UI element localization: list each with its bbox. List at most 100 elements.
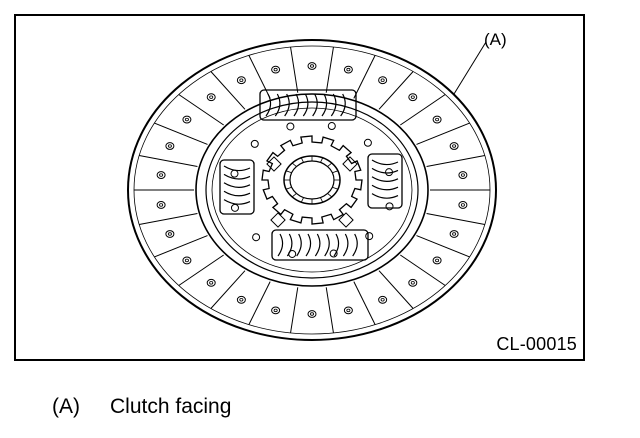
legend-key: (A) [52, 395, 80, 418]
facing-groove [248, 281, 271, 325]
facing-inner-rim [195, 93, 429, 287]
hub-spline [300, 197, 304, 203]
rivet-hole-inner [410, 281, 415, 285]
rivet-hole [307, 310, 317, 318]
rivet-hole-inner [184, 117, 189, 122]
facing-groove [416, 122, 470, 145]
facing-groove [353, 55, 376, 99]
rivet-hole-inner [435, 117, 440, 122]
callout-a-leader [453, 41, 487, 95]
facing-groove [426, 212, 485, 225]
spring-coil [371, 184, 399, 191]
facing-groove [210, 270, 246, 309]
rivet-hole [156, 201, 166, 209]
plate-window [338, 212, 354, 228]
rivet-hole [182, 115, 192, 124]
hub-spline [332, 186, 338, 190]
rivet-hole-inner [167, 232, 172, 236]
spring-coil [293, 93, 300, 117]
facing-groove [248, 55, 271, 99]
facing-groove [139, 155, 198, 168]
spring-coil [333, 233, 340, 257]
rivet-hole-inner [460, 203, 465, 207]
facing-groove [400, 254, 446, 286]
spring-coil [284, 93, 290, 117]
damper-spring-top [259, 89, 357, 121]
spring-coil [223, 199, 251, 205]
damper-spring-bottom [271, 229, 369, 261]
hub-spline [286, 170, 292, 174]
plate-hole [363, 138, 372, 147]
rivet-hole [432, 115, 442, 124]
facing-groove [154, 122, 208, 145]
rivet-hole-inner [346, 67, 351, 72]
rivet-hole [432, 256, 442, 265]
rivet-hole-inner [167, 144, 172, 148]
spring-coil [371, 167, 399, 174]
rivet-hole-inner [273, 308, 278, 313]
figure-code: CL-00015 [496, 334, 577, 354]
facing-groove [378, 71, 414, 110]
hub-spline [300, 157, 304, 163]
rivet-hole-inner [239, 78, 244, 82]
hub-spline [327, 162, 333, 167]
rivet-hole-inner [452, 144, 457, 148]
rivet-hole [408, 278, 418, 287]
rivet-hole-inner [410, 95, 415, 99]
rivet-hole-inner [309, 64, 314, 68]
rivet-hole [271, 65, 281, 74]
facing-groove [400, 94, 446, 126]
spring-coil [277, 233, 284, 257]
facing-groove [178, 254, 224, 286]
rivet-hole [236, 295, 246, 304]
spring-window [367, 153, 403, 209]
plate-hole [230, 203, 239, 212]
rivet-hole-inner [239, 298, 244, 302]
facing-groove [210, 71, 246, 110]
spring-window [219, 159, 255, 215]
legend: (A) Clutch facing [52, 395, 231, 419]
facing-groove [426, 155, 485, 168]
hub-spline [291, 162, 297, 167]
plate-hole [385, 202, 394, 211]
hub-spline [327, 193, 333, 198]
spring-coil [223, 165, 251, 172]
damper-spring-right [367, 153, 403, 209]
rivet-hole [343, 306, 353, 315]
spring-coil [371, 176, 399, 182]
plate-hole [286, 122, 295, 131]
facing-groove [290, 46, 299, 93]
plate-edge-inner [211, 107, 413, 273]
plate-hole [250, 139, 259, 148]
legend-text: Clutch facing [110, 395, 232, 418]
rivet-hole [458, 171, 468, 179]
spring-coil [223, 173, 251, 180]
plate-window [342, 156, 358, 172]
spring-coil [324, 233, 330, 257]
spring-window [259, 89, 357, 121]
rivet-hole-inner [184, 258, 189, 263]
splined-hub [261, 135, 363, 225]
plate-window [270, 212, 286, 228]
spring-coil [312, 93, 318, 117]
facing-groove [325, 287, 334, 334]
rivet-hole-inner [452, 232, 457, 236]
rivet-hole-inner [159, 173, 164, 177]
rivet-hole-inner [159, 203, 164, 207]
rivet-hole [458, 201, 468, 209]
rivet-hole-inner [273, 67, 278, 72]
spring-coil [352, 233, 358, 257]
facing-outer-edge [127, 39, 497, 341]
facing-groove [353, 281, 376, 325]
rivet-hole [378, 295, 388, 304]
rivet-hole [378, 76, 388, 85]
spring-coil [223, 182, 251, 188]
spring-coil [265, 93, 272, 117]
clutch-facing [127, 39, 497, 341]
hub-bore [289, 160, 335, 200]
spring-coil [340, 93, 346, 117]
hub-spline [320, 197, 324, 203]
rivet-hole [408, 93, 418, 102]
rivet-hole-inner [209, 95, 214, 99]
spring-coil [371, 193, 399, 199]
